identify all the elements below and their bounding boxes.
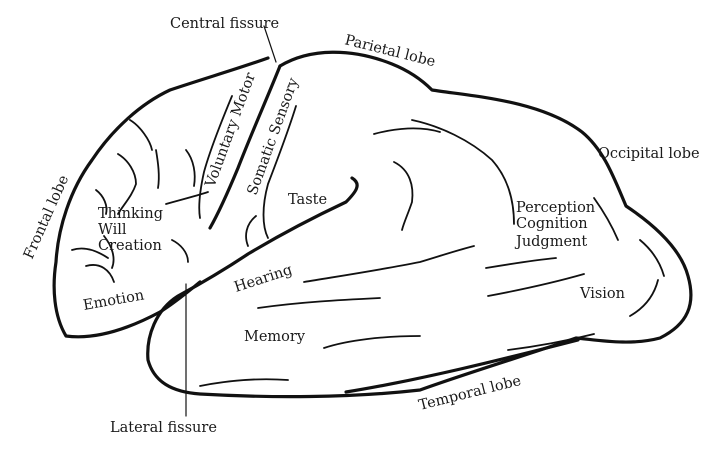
central-fissure-line — [208, 64, 282, 230]
frontal-gyrus — [171, 239, 189, 263]
frontal-gyrus — [129, 119, 153, 151]
frontal-gyrus — [103, 235, 115, 269]
occipital-sulcus — [639, 239, 665, 277]
parietal-sulcus — [373, 127, 441, 135]
frontal-gyrus — [165, 191, 209, 205]
voluntary-motor-label: Voluntary Motor — [202, 71, 259, 191]
occipital-sulcus — [629, 279, 659, 317]
judgment-label: Judgment — [514, 234, 587, 250]
vision-label: Vision — [579, 286, 625, 302]
postcentral-sulcus — [262, 105, 297, 239]
central-fissure-pointer — [263, 25, 277, 63]
temporal-sulcus — [485, 257, 557, 269]
memory-label: Memory — [244, 329, 306, 345]
thinking-label: Thinking — [98, 206, 163, 222]
central-fissure-label: Central fissure — [170, 16, 279, 32]
frontal-gyrus — [185, 149, 196, 187]
parietal-sulcus — [411, 119, 515, 225]
perception-label: Perception — [516, 200, 595, 216]
hearing-label: Hearing — [232, 262, 294, 296]
brain-outline-frontal — [52, 56, 270, 339]
creation-label: Creation — [98, 238, 162, 254]
will-label: Will — [98, 222, 127, 238]
occipital-lobe-label: Occipital lobe — [598, 146, 700, 162]
parietal-sulcus — [393, 161, 414, 231]
frontal-gyrus — [85, 264, 115, 283]
frontal-gyrus — [71, 247, 109, 259]
emotion-label: Emotion — [82, 287, 145, 313]
temporal-lobe-label: Temporal lobe — [417, 373, 523, 414]
lateral-fissure-label: Lateral fissure — [110, 420, 217, 436]
temporal-sulcus — [199, 378, 289, 387]
frontal-gyrus — [155, 149, 160, 189]
brain-outline-bottom — [344, 338, 580, 394]
temporal-sulcus — [507, 333, 595, 351]
frontal-gyrus — [117, 153, 137, 215]
frontal-gyrus — [95, 189, 108, 215]
taste-label: Taste — [288, 192, 327, 208]
somatic-sensory-label: Somatic Sensory — [245, 75, 303, 197]
parietal-gyrus — [245, 215, 257, 247]
occipital-sulcus — [593, 197, 619, 241]
temporal-sulcus — [487, 273, 585, 297]
temporal-sulcus — [303, 245, 475, 283]
temporal-sulcus — [257, 297, 381, 309]
temporal-sulcus — [323, 335, 421, 349]
precentral-sulcus — [198, 95, 233, 219]
cognition-label: Cognition — [516, 216, 588, 232]
